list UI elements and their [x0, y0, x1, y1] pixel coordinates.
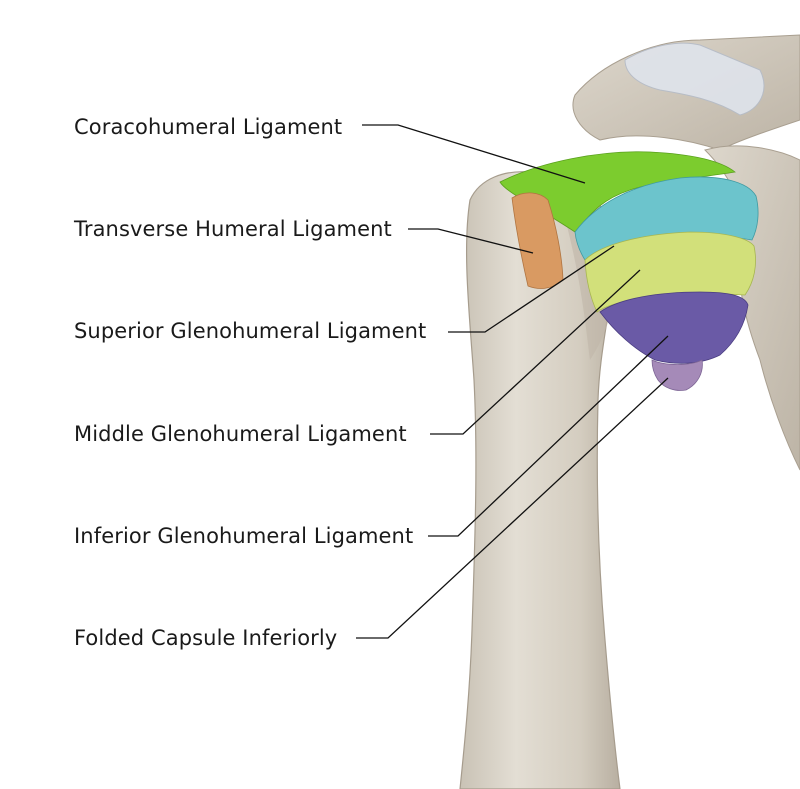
- leader-line-folded: [356, 377, 669, 639]
- label-middle-glenohumeral-ligament: Middle Glenohumeral Ligament: [74, 422, 407, 446]
- label-superior-glenohumeral-ligament: Superior Glenohumeral Ligament: [74, 319, 427, 343]
- label-coracohumeral-ligament: Coracohumeral Ligament: [74, 115, 343, 139]
- label-inferior-glenohumeral-ligament: Inferior Glenohumeral Ligament: [74, 524, 414, 548]
- folded-capsule: [651, 359, 703, 391]
- leader-line-transverse: [408, 228, 534, 254]
- leader-line-inferior: [428, 335, 669, 537]
- leader-lines: [356, 124, 669, 639]
- leader-line-superior: [448, 245, 615, 333]
- acromioclavicular-ligament: [624, 42, 765, 116]
- leader-line-coracohumeral: [362, 124, 586, 184]
- leader-line-middle: [430, 269, 641, 435]
- label-transverse-humeral-ligament: Transverse Humeral Ligament: [74, 217, 392, 241]
- label-folded-capsule-inferiorly: Folded Capsule Inferiorly: [74, 626, 338, 650]
- ligaments: [499, 151, 759, 391]
- inferior-glenohumeral-ligament: [599, 291, 749, 364]
- scapula: [572, 34, 800, 471]
